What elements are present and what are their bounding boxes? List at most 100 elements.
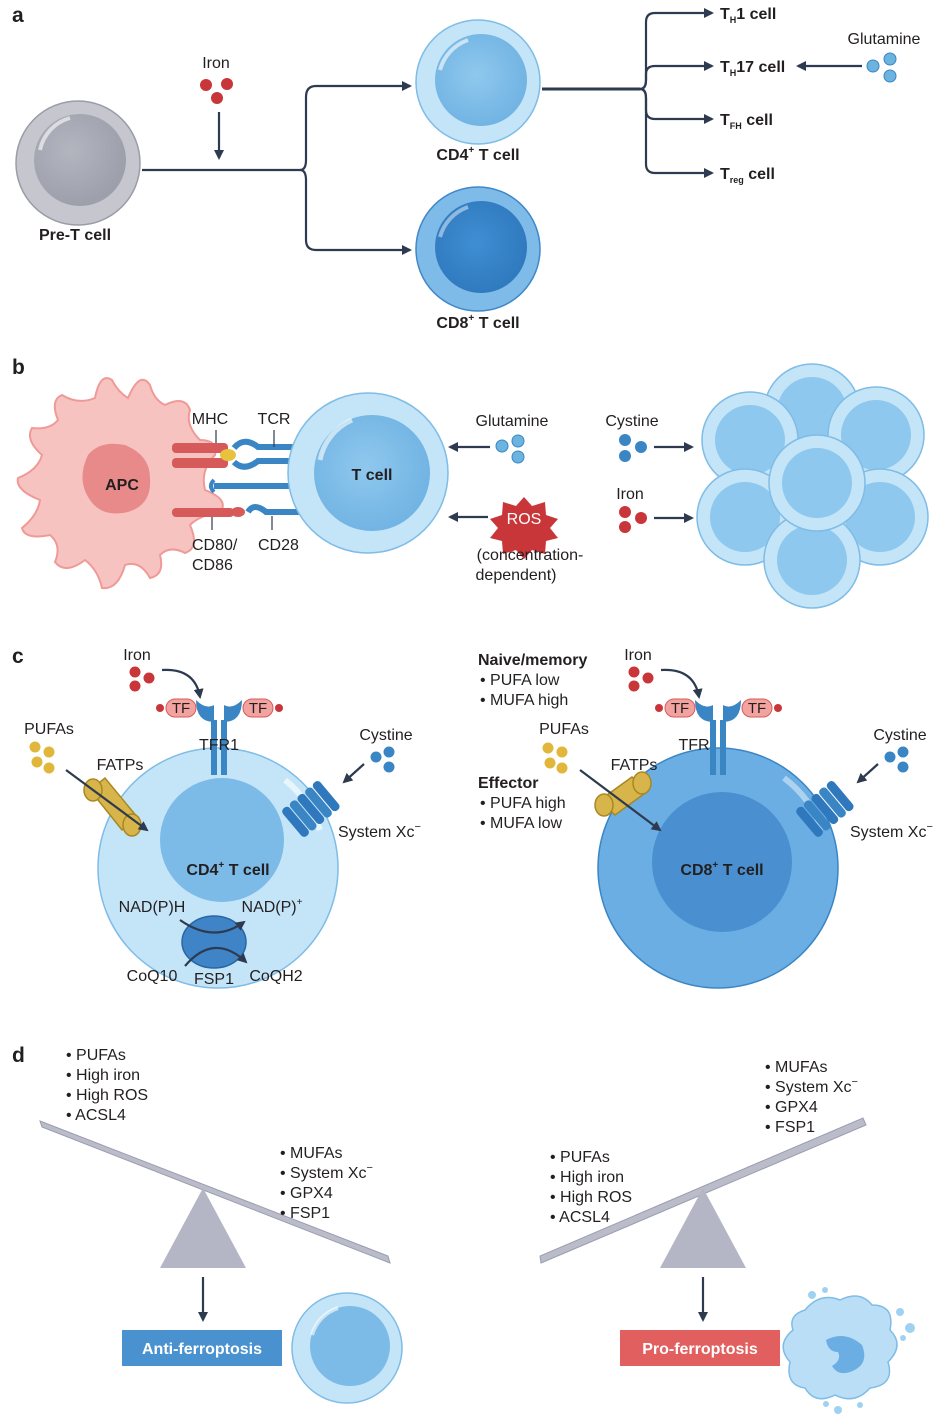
cystine-label-c-right: Cystine [873, 727, 926, 744]
ros-burst [490, 497, 558, 559]
left-light-list: • MUFAs • System Xc− • GPX4 • FSP1 [280, 1145, 373, 1222]
svg-text:• PUFAs: • PUFAs [66, 1047, 126, 1064]
cd8-t-cell-c [597, 747, 839, 989]
naive-memory-title: Naive/memory [478, 652, 587, 669]
glutamine-label-b: Glutamine [476, 413, 549, 430]
svg-text:• ACSL4: • ACSL4 [66, 1107, 126, 1124]
tf-label-left-1: TF [172, 700, 190, 717]
effector-item-1: • PUFA high [480, 795, 566, 812]
system-xc-transporter-left [282, 781, 340, 837]
treg-label: Treg cell [720, 166, 775, 185]
svg-text:• FSP1: • FSP1 [280, 1205, 330, 1222]
pufa-arrow-c-right [579, 769, 662, 832]
fatp-transporter-left [83, 776, 142, 837]
coq10-label: CoQ10 [127, 968, 178, 985]
cd8-label-c: CD8+ T cell [680, 860, 763, 879]
nadph-label: NAD(P)H [119, 899, 186, 916]
svg-text:• MUFAs: • MUFAs [280, 1145, 343, 1162]
cystine-molecules-b [619, 434, 647, 462]
pre-t-label: Pre-T cell [39, 227, 111, 244]
cd28-label: CD28 [258, 537, 299, 554]
panel-c-label: c [12, 645, 24, 668]
svg-text:• GPX4: • GPX4 [765, 1099, 818, 1116]
svg-text:• High ROS: • High ROS [550, 1189, 632, 1206]
cd4-label-a: CD4+ T cell [436, 145, 519, 164]
iron-molecules-a [200, 78, 233, 104]
nadp-label: NAD(P)+ [242, 897, 303, 916]
svg-text:• High iron: • High iron [66, 1067, 140, 1084]
fsp1-label: FSP1 [194, 971, 234, 988]
svg-text:• FSP1: • FSP1 [765, 1119, 815, 1136]
left-seesaw [39, 1120, 391, 1268]
system-xc-transporter-right [796, 781, 854, 837]
iron-label-c-right: Iron [624, 647, 652, 664]
svg-text:• System Xc−: • System Xc− [280, 1162, 373, 1182]
anti-ferroptosis-label: Anti-ferroptosis [142, 1341, 262, 1358]
svg-text:• High iron: • High iron [550, 1169, 624, 1186]
svg-text:• System Xc−: • System Xc− [765, 1076, 858, 1096]
panel-a-label: a [12, 4, 24, 27]
svg-text:• High ROS: • High ROS [66, 1087, 148, 1104]
cd4-t-cell-c [97, 747, 339, 989]
effector-item-2: • MUFA low [480, 815, 563, 832]
iron-molecules-c-right [628, 666, 654, 692]
pro-ferroptosis-box [620, 1330, 780, 1366]
iron-molecules-c-left [129, 666, 155, 692]
t-cell-b [287, 392, 449, 554]
left-heavy-list: • PUFAs • High iron • High ROS • ACSL4 [66, 1047, 148, 1124]
mhc-tcr-complex [172, 438, 300, 494]
cystine-arrow-c-left [342, 763, 365, 784]
apc-label: APC [105, 477, 139, 494]
cd8-label-a: CD8+ T cell [436, 313, 519, 332]
tfr1-label: TFR1 [199, 737, 239, 754]
pufa-arrow-c-left [65, 769, 149, 832]
ros-note-2: dependent) [476, 567, 557, 584]
cd80-label: CD80/ [192, 537, 238, 554]
fatps-label-c-left: FATPs [97, 757, 144, 774]
healthy-cell [291, 1292, 403, 1404]
pro-ferroptosis-label: Pro-ferroptosis [642, 1341, 758, 1358]
glutamine-label-a: Glutamine [848, 31, 921, 48]
iron-label-c-left: Iron [123, 647, 151, 664]
cd86-label: CD86 [192, 557, 233, 574]
mhc-label: MHC [192, 411, 228, 428]
pre-t-cell [15, 100, 141, 226]
th1-label: TH1 cell [720, 6, 776, 25]
anti-ferroptosis-box [122, 1330, 282, 1366]
tfr-label: TFR [678, 737, 709, 754]
tfh-label: TFH cell [720, 112, 773, 131]
right-heavy-list: • MUFAs • System Xc− • GPX4 • FSP1 [765, 1059, 858, 1136]
t-cell-label-b: T cell [352, 467, 393, 484]
panel-d-label: d [12, 1044, 25, 1067]
th17-label: TH17 cell [720, 59, 785, 78]
apc-cell [16, 377, 224, 590]
cd4-t-cell-a [415, 19, 541, 145]
ferroptotic-cell [782, 1287, 915, 1414]
svg-text:• MUFAs: • MUFAs [765, 1059, 828, 1076]
svg-text:• ACSL4: • ACSL4 [550, 1209, 610, 1226]
iron-arrow-c-right [660, 668, 703, 699]
naive-item-2: • MUFA high [480, 692, 568, 709]
tf-label-right-1: TF [671, 700, 689, 717]
glutamine-molecules-b [495, 434, 525, 464]
coqh2-label: CoQH2 [249, 968, 302, 985]
fatp-transporter-right [594, 771, 652, 817]
system-xc-label-right: System Xc− [850, 821, 933, 841]
right-light-list: • PUFAs • High iron • High ROS • ACSL4 [550, 1149, 632, 1226]
cystine-molecules-c-right [884, 746, 909, 773]
cystine-molecules-c-left [370, 746, 395, 773]
iron-label-a: Iron [202, 55, 230, 72]
pufas-label-c-right: PUFAs [539, 721, 589, 738]
ros-note-1: (concentration- [477, 547, 584, 564]
svg-text:• PUFAs: • PUFAs [550, 1149, 610, 1166]
effector-title: Effector [478, 775, 538, 792]
fsp1-enzyme [179, 915, 248, 969]
ros-label: ROS [507, 511, 542, 528]
transferrin-receptor-right [655, 698, 782, 775]
fatps-label-c-right: FATPs [611, 757, 658, 774]
pufas-label-c-left: PUFAs [24, 721, 74, 738]
differentiation-lines [142, 81, 412, 255]
cystine-label-c-left: Cystine [359, 727, 412, 744]
iron-label-b: Iron [616, 486, 644, 503]
